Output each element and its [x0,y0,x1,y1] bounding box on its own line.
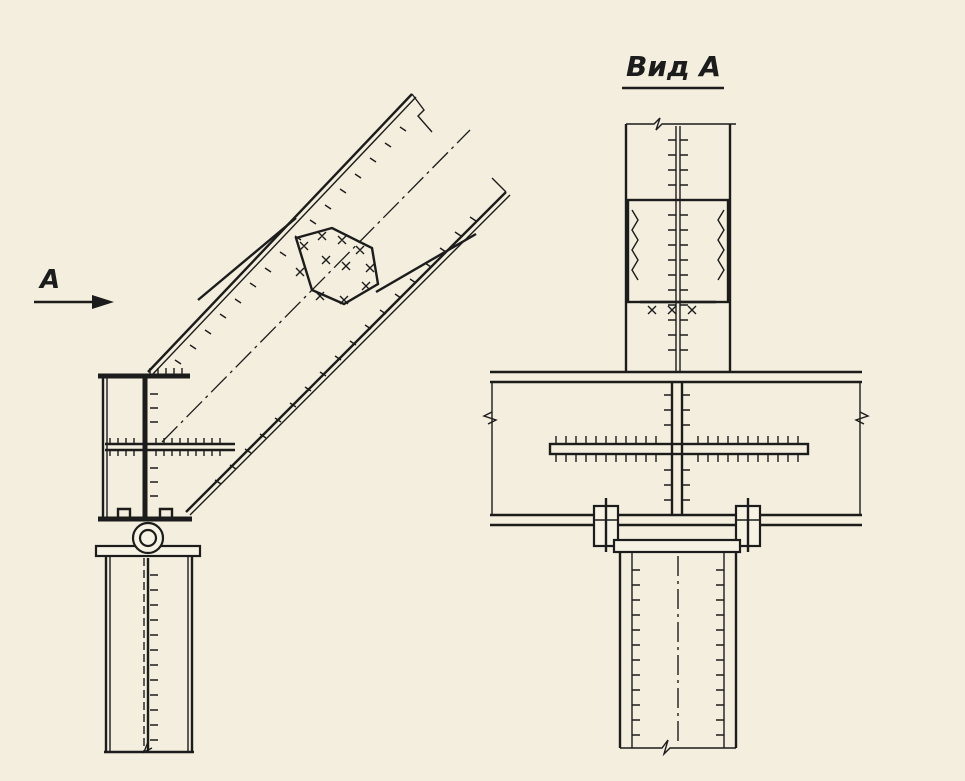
strut-ticks-lower [214,216,477,485]
upper-member [624,117,736,372]
view-title-text: Вид А [626,50,721,83]
hinge-pin [131,521,165,555]
view-arrow-a: A [34,265,114,309]
node-frame [98,368,235,522]
anchor-bolts [592,498,762,552]
inclined-strut [147,93,511,516]
beam [482,370,870,527]
gusset-plate [294,226,380,306]
right-view-a: Вид А [482,50,870,757]
view-arrow-label: A [38,265,60,295]
bolt-crosses [295,231,375,305]
view-title: Вид А [622,50,724,90]
lower-member [612,538,742,757]
left-node-view: A [34,93,511,754]
lower-column [94,544,202,754]
